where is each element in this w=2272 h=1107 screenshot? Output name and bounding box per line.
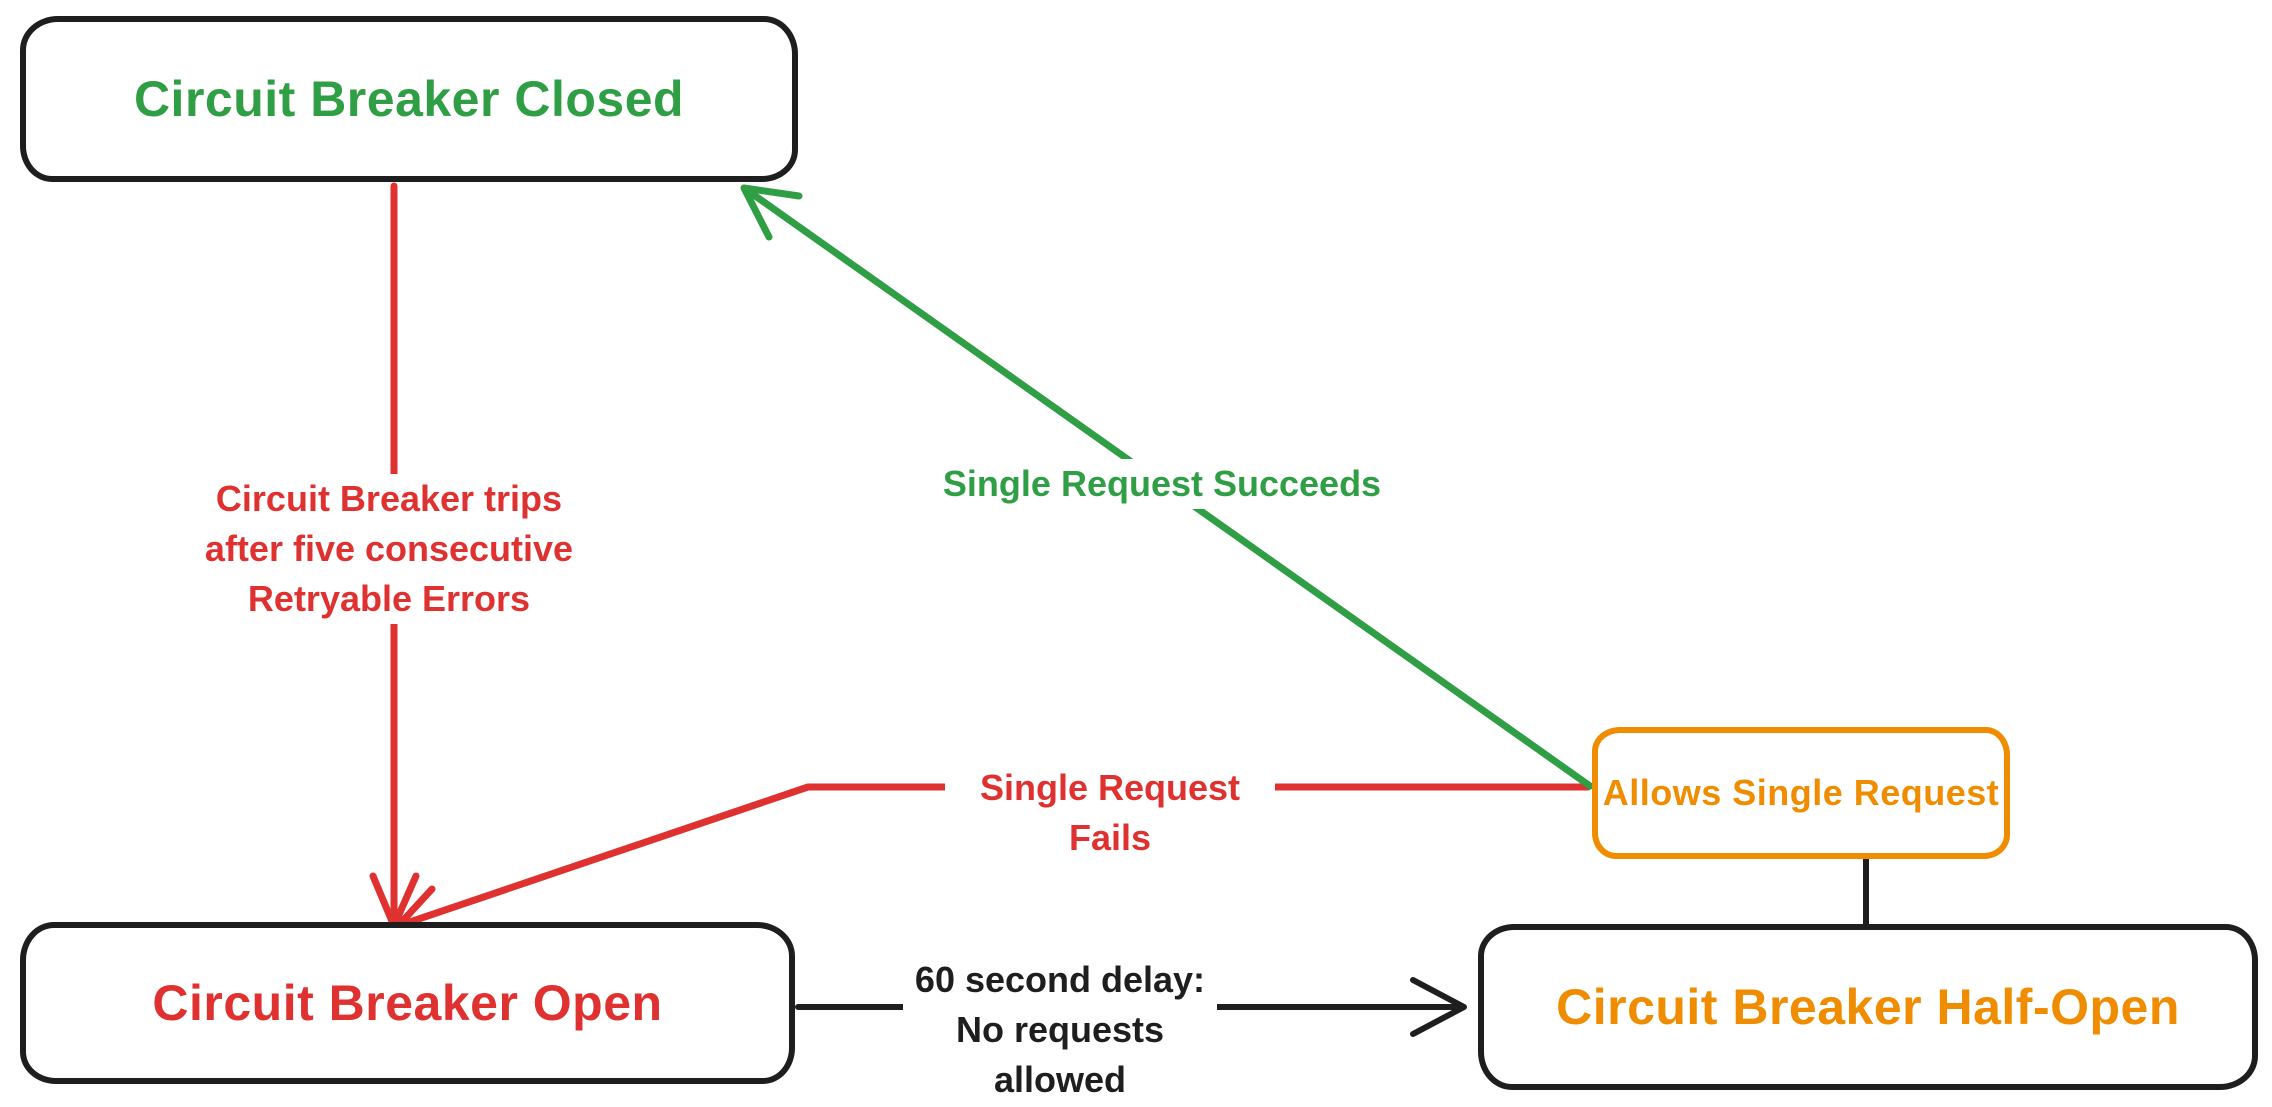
node-circuit-breaker-closed: Circuit Breaker Closed (20, 16, 798, 182)
node-circuit-breaker-open: Circuit Breaker Open (20, 922, 795, 1084)
node-circuit-breaker-open-label: Circuit Breaker Open (152, 975, 663, 1031)
trip-edge-label: Circuit Breaker trips after five consecu… (158, 474, 620, 624)
delay-edge-label-line-1: 60 second delay: (914, 959, 1206, 1000)
trip-edge-label-line-2: after five consecutive (204, 528, 574, 569)
node-allows-single-request-label: Allows Single Request (1602, 772, 2000, 813)
node-circuit-breaker-half-open-label: Circuit Breaker Half-Open (1556, 979, 2180, 1035)
node-circuit-breaker-half-open: Circuit Breaker Half-Open (1478, 924, 2258, 1090)
trip-edge-label-line-1: Circuit Breaker trips (215, 478, 563, 519)
node-circuit-breaker-closed-label: Circuit Breaker Closed (133, 71, 685, 127)
trip-edge-label-line-3: Retryable Errors (247, 578, 531, 619)
single-request-succeeds-edge-label: Single Request Succeeds (912, 459, 1412, 509)
single-request-fails-edge-label: Single Request Fails (945, 763, 1275, 863)
node-allows-single-request: Allows Single Request (1592, 727, 2010, 859)
delay-edge-label: 60 second delay: No requests allowed (903, 955, 1217, 1105)
delay-edge-label-line-2: No requests allowed (955, 1009, 1165, 1100)
